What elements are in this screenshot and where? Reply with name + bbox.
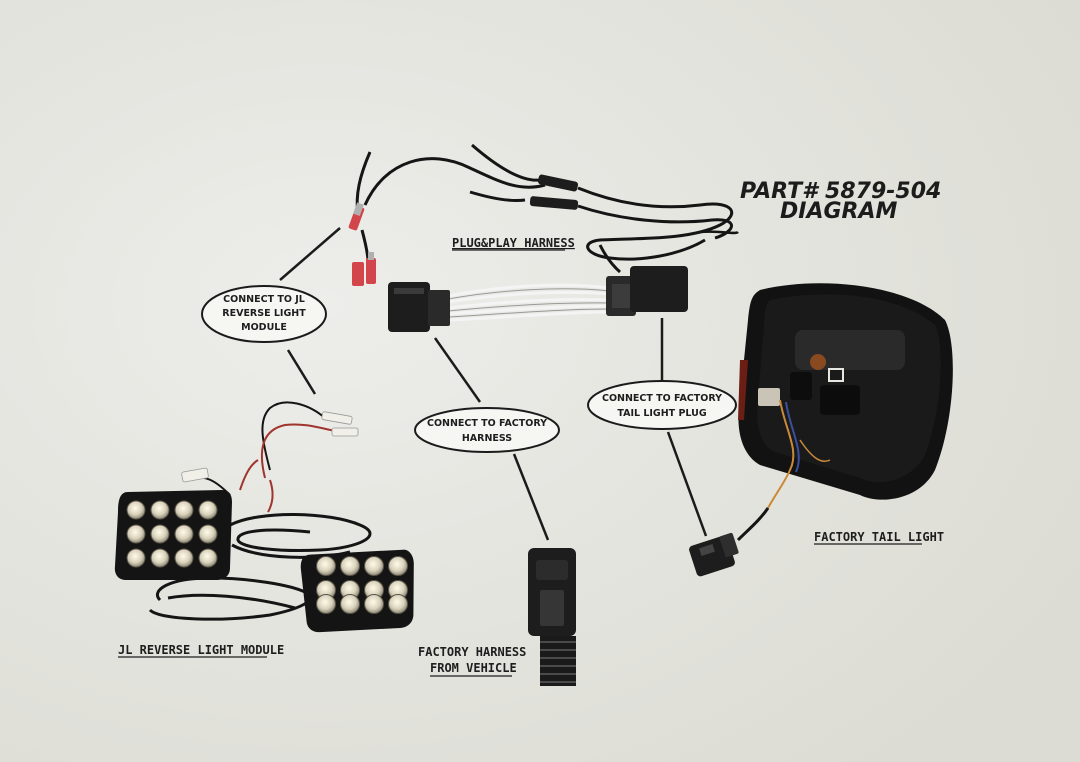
callout-connect-factory-harness: CONNECT TO FACTORY HARNESS bbox=[415, 408, 559, 452]
callout-jl-line-3: MODULE bbox=[241, 322, 287, 333]
left-module-led-2 bbox=[175, 501, 193, 519]
right-module-bottom-led-3 bbox=[389, 595, 408, 614]
reverse-light-module-left bbox=[115, 490, 232, 580]
right-module-led-3 bbox=[389, 557, 408, 576]
factory-harness-label-line-2: FROM VEHICLE bbox=[430, 661, 517, 675]
reverse-light-module-right bbox=[300, 549, 417, 633]
right-module-bottom-led-1 bbox=[341, 595, 360, 614]
left-module-led-4 bbox=[127, 525, 145, 543]
callout-factory-harness-line-2: HARNESS bbox=[462, 433, 512, 444]
right-module-bottom-led-0 bbox=[317, 595, 336, 614]
left-module-led-9 bbox=[151, 549, 169, 567]
callout-jl-line-1: CONNECT TO JL bbox=[223, 294, 305, 305]
left-module-led-5 bbox=[151, 525, 169, 543]
title-line-2: DIAGRAM bbox=[780, 199, 897, 224]
left-module-led-0 bbox=[127, 501, 145, 519]
jl-reverse-light-module-label: JL REVERSE LIGHT MODULE bbox=[118, 643, 284, 657]
left-module-led-8 bbox=[127, 549, 145, 567]
left-module-led-11 bbox=[199, 549, 217, 567]
left-module-led-10 bbox=[175, 549, 193, 567]
left-module-led-7 bbox=[199, 525, 217, 543]
callout-connect-jl-module: CONNECT TO JL REVERSE LIGHT MODULE bbox=[202, 286, 326, 342]
callout-tail-light-line-2: TAIL LIGHT PLUG bbox=[617, 408, 707, 419]
callout-connect-tail-light-plug: CONNECT TO FACTORY TAIL LIGHT PLUG bbox=[588, 381, 736, 429]
callout-tail-light-line-1: CONNECT TO FACTORY bbox=[602, 393, 722, 404]
right-module-led-2 bbox=[365, 557, 384, 576]
callout-jl-line-2: REVERSE LIGHT bbox=[222, 308, 306, 319]
left-module-led-6 bbox=[175, 525, 193, 543]
factory-tail-light-label: FACTORY TAIL LIGHT bbox=[814, 530, 944, 544]
left-module-led-1 bbox=[151, 501, 169, 519]
right-module-bottom-led-2 bbox=[365, 595, 384, 614]
callout-factory-harness-line-1: CONNECT TO FACTORY bbox=[427, 418, 547, 429]
plug-play-harness-label: PLUG&PLAY HARNESS bbox=[452, 236, 575, 250]
left-module-led-3 bbox=[199, 501, 217, 519]
right-module-led-0 bbox=[317, 557, 336, 576]
factory-harness-label-line-1: FACTORY HARNESS bbox=[418, 645, 526, 659]
right-module-led-1 bbox=[341, 557, 360, 576]
